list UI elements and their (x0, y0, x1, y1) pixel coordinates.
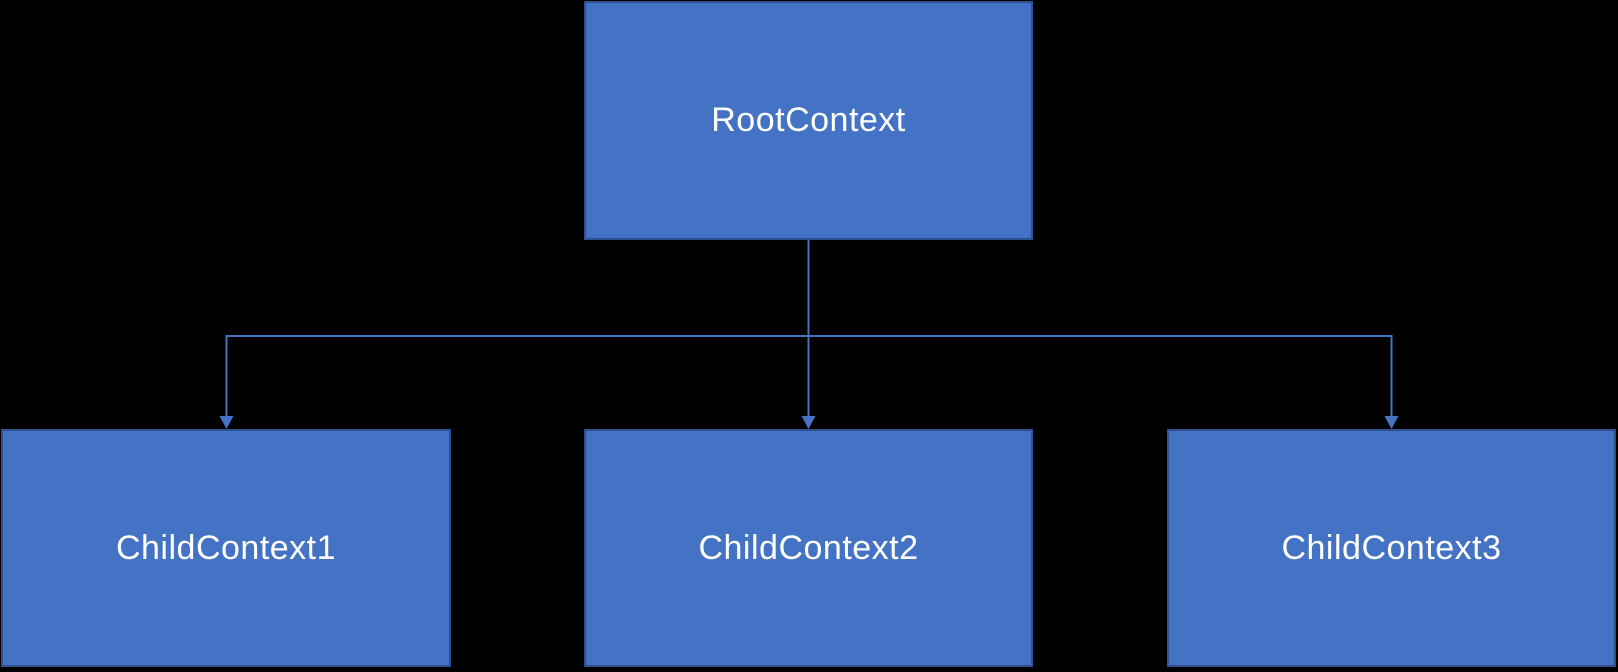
node-rootcontext: RootContext (584, 1, 1033, 240)
node-childcontext1-label: ChildContext1 (115, 528, 337, 567)
node-childcontext2: ChildContext2 (584, 429, 1033, 667)
arrowhead-child3-icon (1384, 416, 1399, 429)
arrowhead-child1-icon (219, 416, 234, 429)
node-childcontext2-label: ChildContext2 (698, 528, 919, 567)
arrowhead-child2-icon (801, 416, 816, 429)
node-childcontext3: ChildContext3 (1167, 429, 1616, 667)
node-childcontext1: ChildContext1 (1, 429, 451, 667)
node-childcontext3-label: ChildContext3 (1281, 528, 1502, 567)
node-rootcontext-label: RootContext (711, 101, 906, 139)
